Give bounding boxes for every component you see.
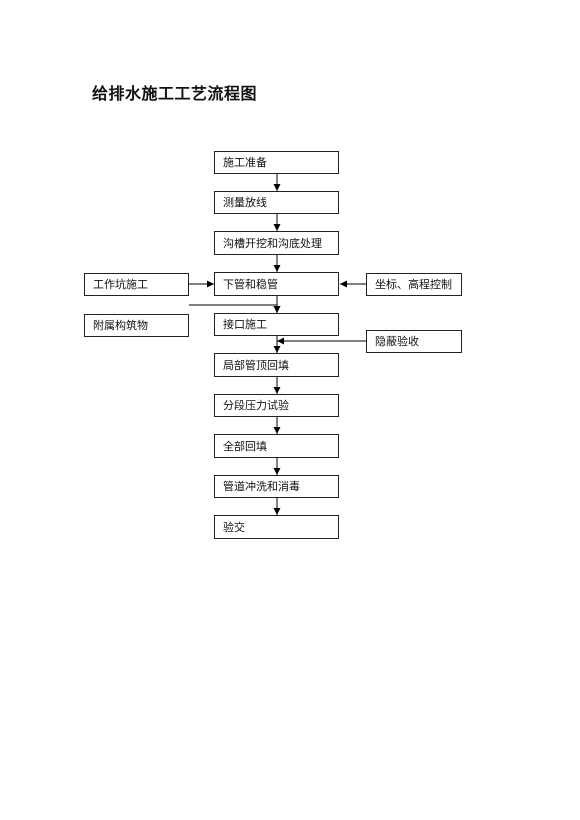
flow-step-flush-disinfect: 管道冲洗和消毒 [214,475,339,498]
flow-step-full-backfill: 全部回填 [214,434,339,458]
flow-step-partial-backfill: 局部管顶回填 [214,353,339,377]
flow-step-survey-layout: 测量放线 [214,191,339,214]
flow-step-pressure-test: 分段压力试验 [214,394,339,417]
side-step-work-pit: 工作坑施工 [84,273,189,296]
flow-step-joint-construction: 接口施工 [214,313,339,336]
flow-step-trench-excavation: 沟槽开挖和沟底处理 [214,231,339,255]
flow-step-pipe-laying: 下管和稳管 [214,272,339,296]
flow-step-preparation: 施工准备 [214,151,339,174]
arrow-auxiliary-to-joint [189,304,281,313]
flow-step-acceptance: 验交 [214,515,339,539]
side-step-auxiliary-structures: 附属构筑物 [84,314,189,337]
side-step-concealed-acceptance: 隐蔽验收 [366,330,462,353]
page-title: 给排水施工工艺流程图 [92,84,258,103]
side-step-survey-control: 坐标、高程控制 [366,273,462,296]
